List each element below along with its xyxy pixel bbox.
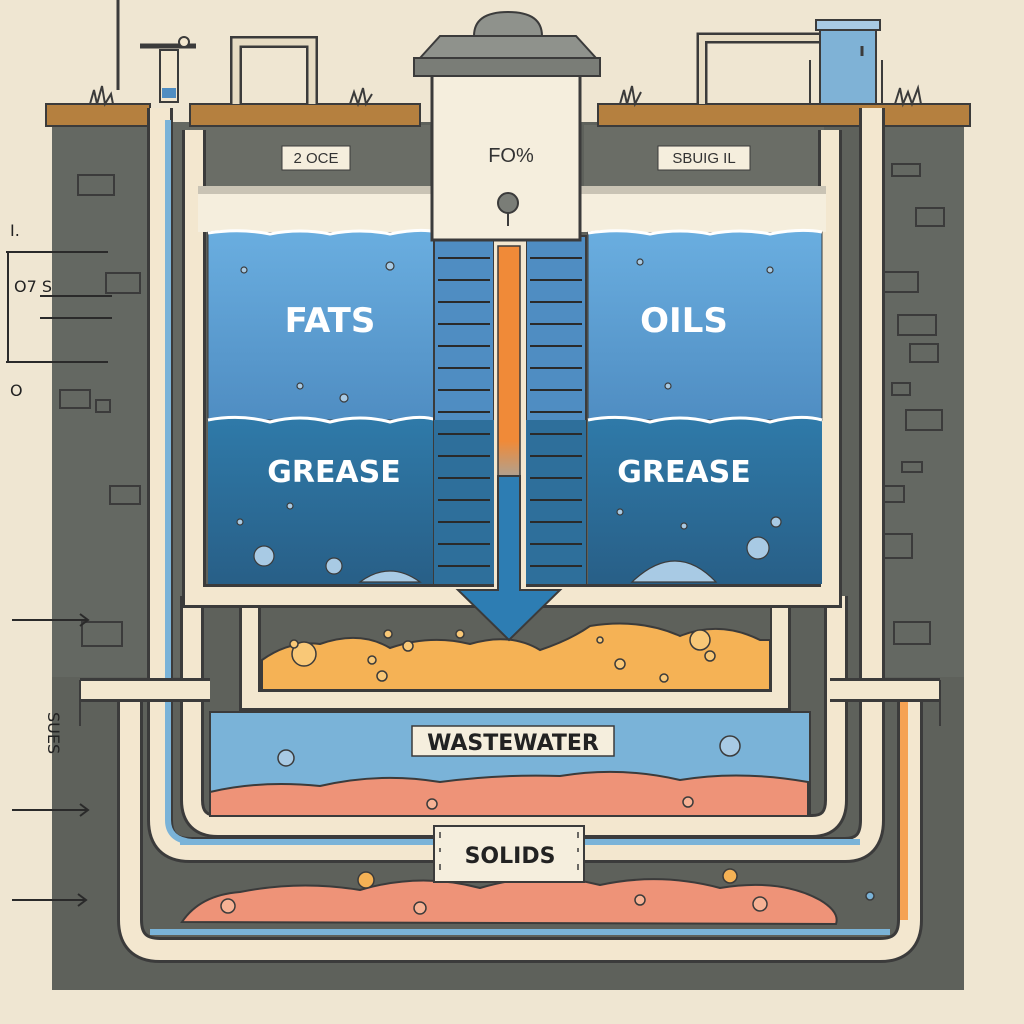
outer-u-pipe — [117, 680, 923, 963]
wastewater-box — [411, 725, 615, 757]
vent-pipes — [116, 0, 883, 105]
plate-right — [657, 145, 751, 171]
top-chimney — [413, 10, 601, 242]
side-rotated-label: SUES — [44, 712, 63, 754]
top-center-label: FO% — [488, 145, 534, 167]
grease-right-label: GREASE — [617, 455, 751, 490]
soil-bricks — [59, 163, 945, 647]
wastewater-label: WASTEWATER — [427, 731, 599, 756]
flow-arrow — [455, 475, 563, 642]
plate-left-label: 2 OCE — [293, 150, 338, 167]
solids-box — [433, 825, 585, 883]
plate-right-label: SBUIG IL — [672, 150, 735, 167]
bottom-solids-bubbles — [220, 868, 875, 915]
solids-label: SOLIDS — [465, 844, 556, 869]
side-top-label: I. — [10, 221, 20, 240]
plate-left — [281, 145, 351, 171]
central-column — [433, 235, 587, 596]
side-dimension-lines — [6, 251, 112, 907]
fats-label: FATS — [285, 301, 376, 341]
connector-pipes — [79, 678, 941, 726]
side-mid-label: O7 S — [14, 277, 52, 296]
grease-left-label: GREASE — [267, 455, 401, 490]
grease-baffle-chamber — [239, 596, 791, 711]
oils-label: OILS — [640, 301, 728, 341]
side-o-label: O — [10, 381, 23, 400]
